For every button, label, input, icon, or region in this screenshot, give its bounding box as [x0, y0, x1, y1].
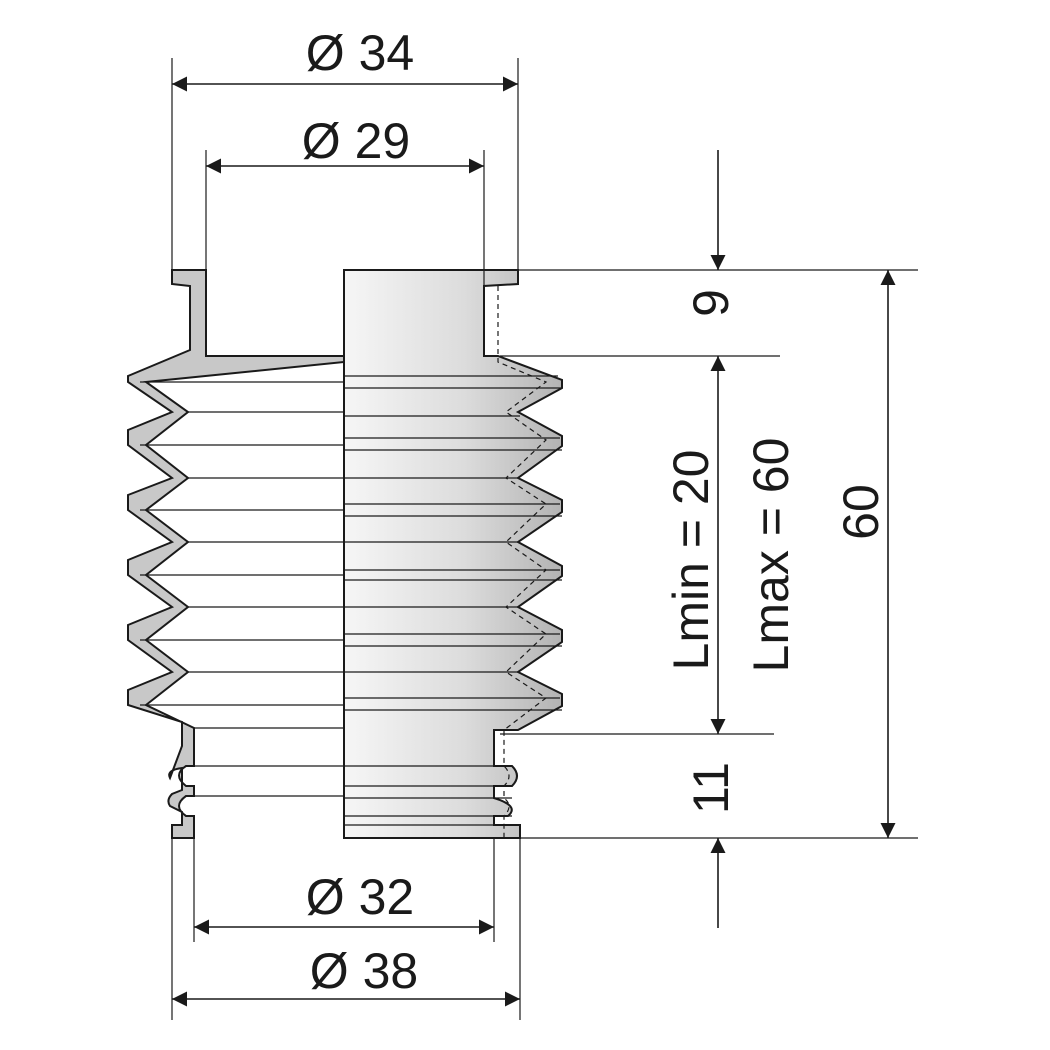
label-top-inner-diameter: Ø 29 [302, 113, 410, 169]
section-wall [127, 269, 345, 839]
left-fold-lines [140, 381, 344, 797]
label-min-length: Lmin = 20 [663, 450, 719, 671]
exterior-body [343, 269, 563, 839]
label-top-outer-diameter: Ø 34 [306, 25, 414, 81]
label-max-length: Lmax = 60 [743, 438, 799, 673]
extension-lines [171, 58, 918, 1020]
label-top-collar-length: 9 [683, 289, 739, 317]
bellows-exterior-half [343, 269, 563, 839]
bellows-section-half [127, 269, 345, 839]
label-bottom-collar-length: 11 [683, 762, 739, 814]
label-bottom-inner-diameter: Ø 32 [306, 869, 414, 925]
exterior-rib-lines [344, 375, 562, 826]
label-total-length: 60 [833, 484, 889, 540]
label-bottom-outer-diameter: Ø 38 [310, 943, 418, 999]
dimension-labels: Ø 34 Ø 29 Ø 32 Ø 38 9 Lmin = 20 Lmax = 6… [302, 25, 889, 999]
dimension-lines [172, 76, 896, 1007]
